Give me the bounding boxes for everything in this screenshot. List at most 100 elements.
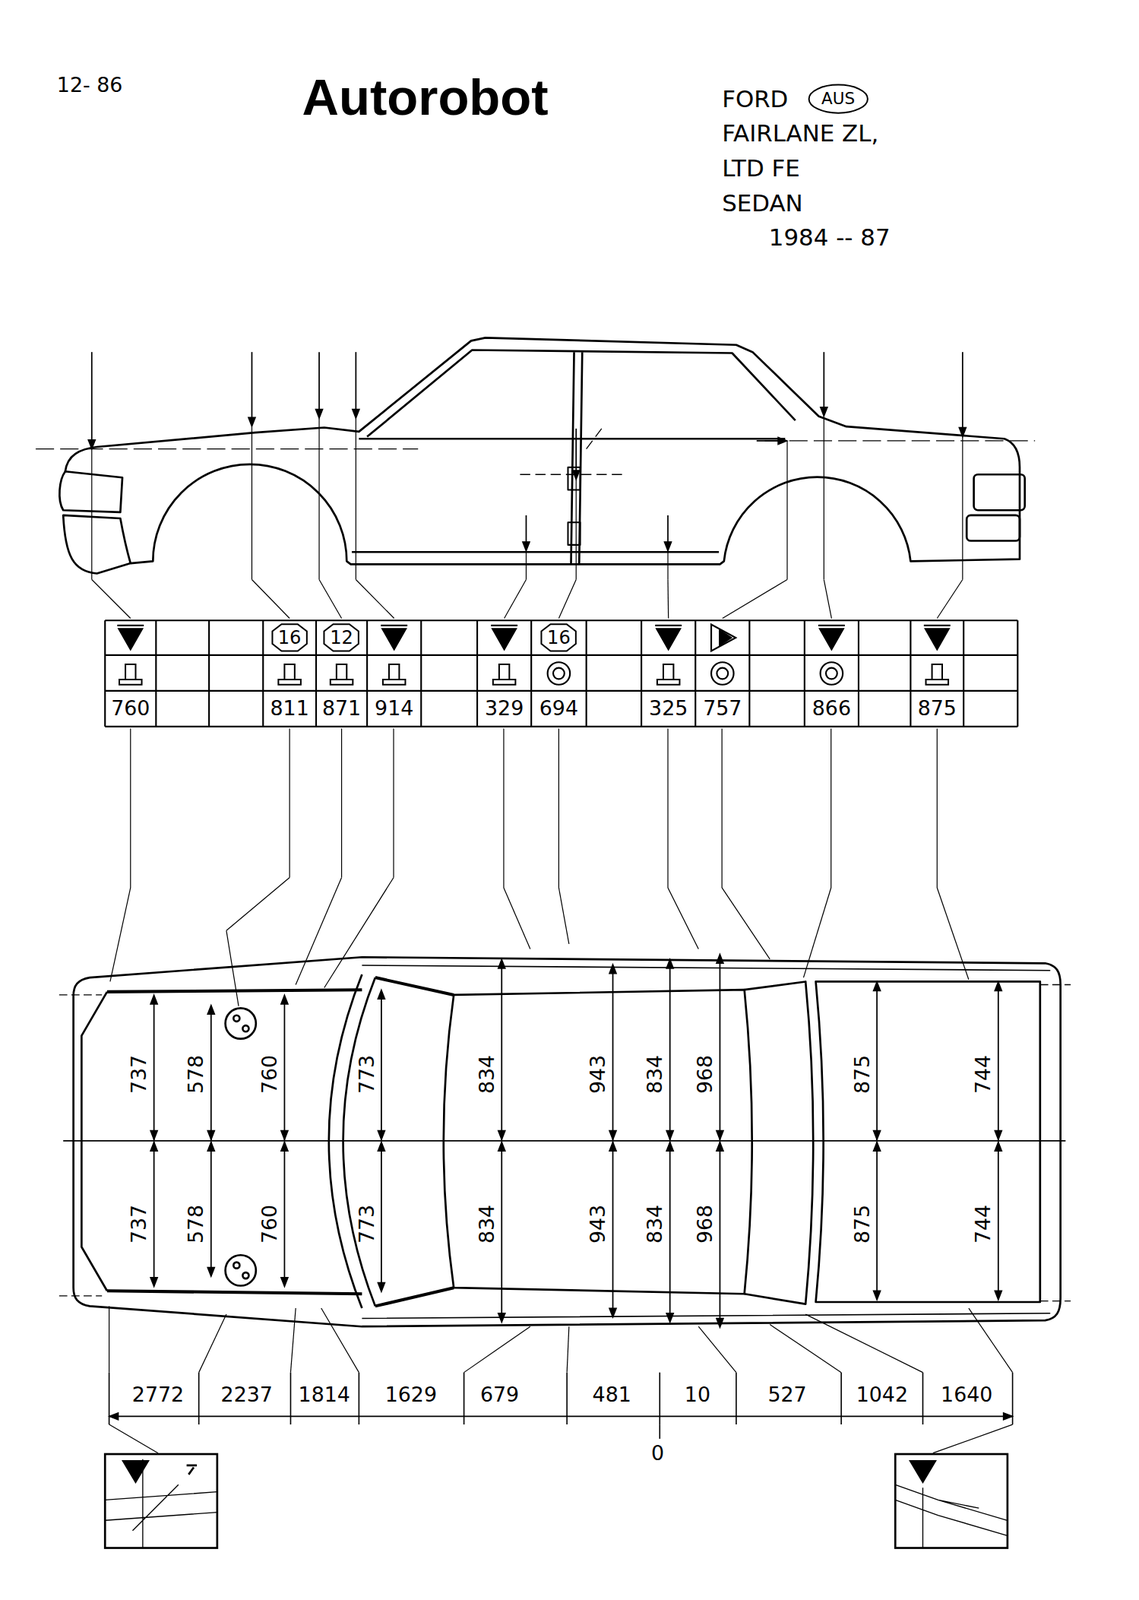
leader-line	[109, 1423, 159, 1453]
length-dimension: 481	[592, 1384, 632, 1405]
width-dimension: 737	[129, 1054, 150, 1094]
leader-line	[698, 1325, 737, 1372]
leader-line	[525, 550, 527, 580]
arrow-head	[377, 1129, 385, 1139]
leader-line	[289, 728, 291, 878]
car-plan-view	[225, 1007, 257, 1038]
leader-line	[503, 728, 504, 888]
table-rule	[476, 620, 478, 727]
arrow-head	[352, 408, 360, 418]
leader-line	[721, 728, 723, 888]
arrow-head	[377, 989, 385, 999]
badge-outline	[324, 623, 359, 651]
arrow-head	[994, 1141, 1002, 1151]
width-dimension: 875	[852, 1204, 874, 1244]
clamp-size-badge: 16	[271, 623, 308, 652]
table-rule	[909, 620, 912, 727]
table-rule	[585, 620, 588, 727]
arrow-head	[498, 1313, 506, 1323]
datum-zero: 0	[651, 1442, 665, 1464]
table-rule	[262, 620, 264, 727]
dimension-line	[284, 1141, 286, 1279]
leader-line	[722, 579, 788, 619]
arrow-head	[716, 953, 724, 963]
bolt-hole-symbol	[820, 661, 844, 685]
detail-insets	[910, 1460, 935, 1481]
detail-insets	[123, 1460, 148, 1481]
arrow-head	[609, 1141, 617, 1151]
arrow-head	[873, 1129, 880, 1139]
arrow-head	[716, 1129, 724, 1139]
dimension-line	[500, 1141, 503, 1314]
vehicle-model: FAIRLANE ZL,	[721, 121, 879, 146]
title: Autorobot	[302, 71, 549, 123]
arrow-head	[609, 1307, 617, 1317]
arrow-head	[88, 439, 95, 450]
point-height: 325	[648, 698, 688, 719]
table-rule	[420, 620, 422, 727]
body-type: SEDAN	[721, 191, 804, 216]
leader-line	[803, 887, 831, 978]
badge-outline	[272, 623, 307, 651]
symbol-bar	[818, 624, 845, 627]
arrow-head	[716, 1317, 724, 1327]
badge-outline	[541, 623, 576, 651]
table-rule	[104, 654, 1018, 656]
car-plan-view	[443, 989, 753, 1294]
leader-line	[558, 887, 569, 944]
dimension-line	[997, 989, 1000, 1141]
point-height: 914	[374, 698, 414, 719]
dimension-tick	[566, 1372, 568, 1424]
revision-date: 12- 86	[56, 75, 123, 96]
dimension-tick	[358, 1372, 361, 1424]
length-dimension: 527	[767, 1384, 807, 1405]
table-rule	[104, 689, 1018, 692]
clamp-symbol	[119, 664, 143, 685]
car-plan-view	[59, 956, 1071, 1326]
arrow-head	[150, 994, 158, 1004]
arrow-head	[150, 1141, 158, 1151]
leader-line	[558, 728, 560, 888]
car-plan-view	[73, 956, 1061, 1326]
leader-line	[108, 1305, 110, 1372]
length-dimension: 2772	[132, 1384, 184, 1405]
dimension-line	[284, 1002, 286, 1141]
bolt-hole-symbol	[553, 667, 565, 680]
leader-line	[318, 417, 320, 579]
clamp-symbol	[330, 664, 354, 685]
leader-line	[319, 579, 342, 619]
leader-line	[464, 1325, 531, 1372]
leader-line	[830, 728, 832, 888]
arrow-head	[377, 1141, 385, 1151]
width-dimension: 773	[357, 1054, 378, 1094]
leader-line	[823, 579, 832, 619]
vehicle-make: FORD	[721, 87, 788, 111]
car-side-view	[974, 474, 1026, 510]
arrow-head	[207, 1141, 215, 1151]
dimension-line	[153, 1141, 156, 1279]
table-rule	[640, 620, 643, 727]
support-triangle-symbol	[118, 628, 143, 650]
width-dimension: 760	[259, 1204, 281, 1244]
arrow-head	[498, 958, 506, 969]
arrow-head	[572, 470, 580, 480]
arrow-head	[109, 1412, 119, 1420]
table-rule	[857, 620, 860, 727]
arrow-head	[958, 427, 966, 437]
leader-line	[251, 579, 290, 619]
leader-line	[667, 728, 668, 888]
dimension-line	[210, 1012, 212, 1141]
arrow-head	[666, 1313, 674, 1323]
clamp-symbol	[657, 664, 681, 685]
point-height: 811	[270, 698, 310, 719]
car-plan-view	[242, 1271, 249, 1279]
clamp-symbol	[278, 664, 301, 685]
support-triangle-symbol	[656, 628, 681, 650]
length-dimension: 2237	[221, 1384, 273, 1405]
dimension-line	[719, 1141, 722, 1320]
arrow-head	[207, 1266, 215, 1276]
car-side-view	[351, 550, 719, 554]
leader-line	[667, 550, 668, 580]
width-dimension: 875	[852, 1054, 874, 1094]
width-dimension: 578	[186, 1054, 208, 1094]
